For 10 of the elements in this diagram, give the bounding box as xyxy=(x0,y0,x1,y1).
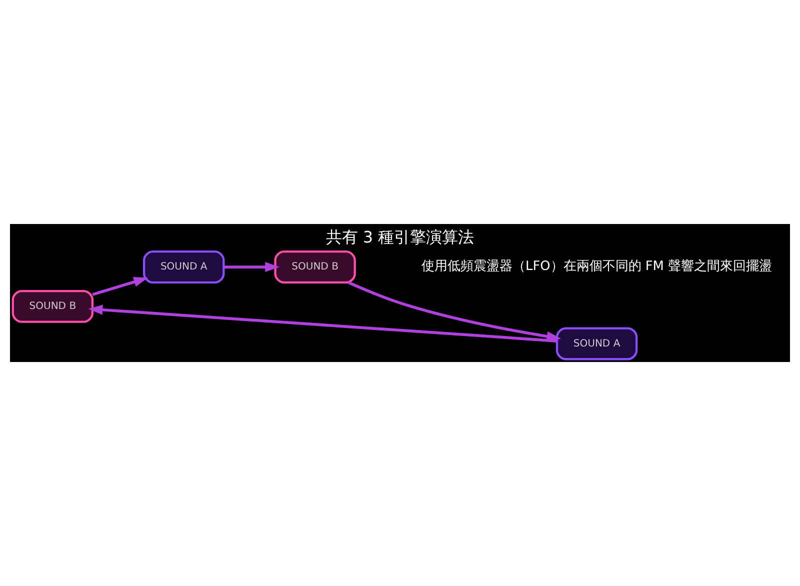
node-box: SOUND A xyxy=(143,250,225,284)
node-box: SOUND B xyxy=(12,290,94,323)
node-box: SOUND A xyxy=(556,327,638,360)
arrow xyxy=(88,304,557,342)
diagram-title: 共有 3 種引擎演算法 xyxy=(326,227,474,246)
caption: 使用低頻震盪器（LFO）在兩個不同的 FM 聲響之間來回擺盪 xyxy=(422,259,772,274)
arrow xyxy=(224,262,280,272)
arrow xyxy=(92,277,148,296)
node-box: SOUND B xyxy=(274,250,356,284)
arrow xyxy=(348,281,562,342)
